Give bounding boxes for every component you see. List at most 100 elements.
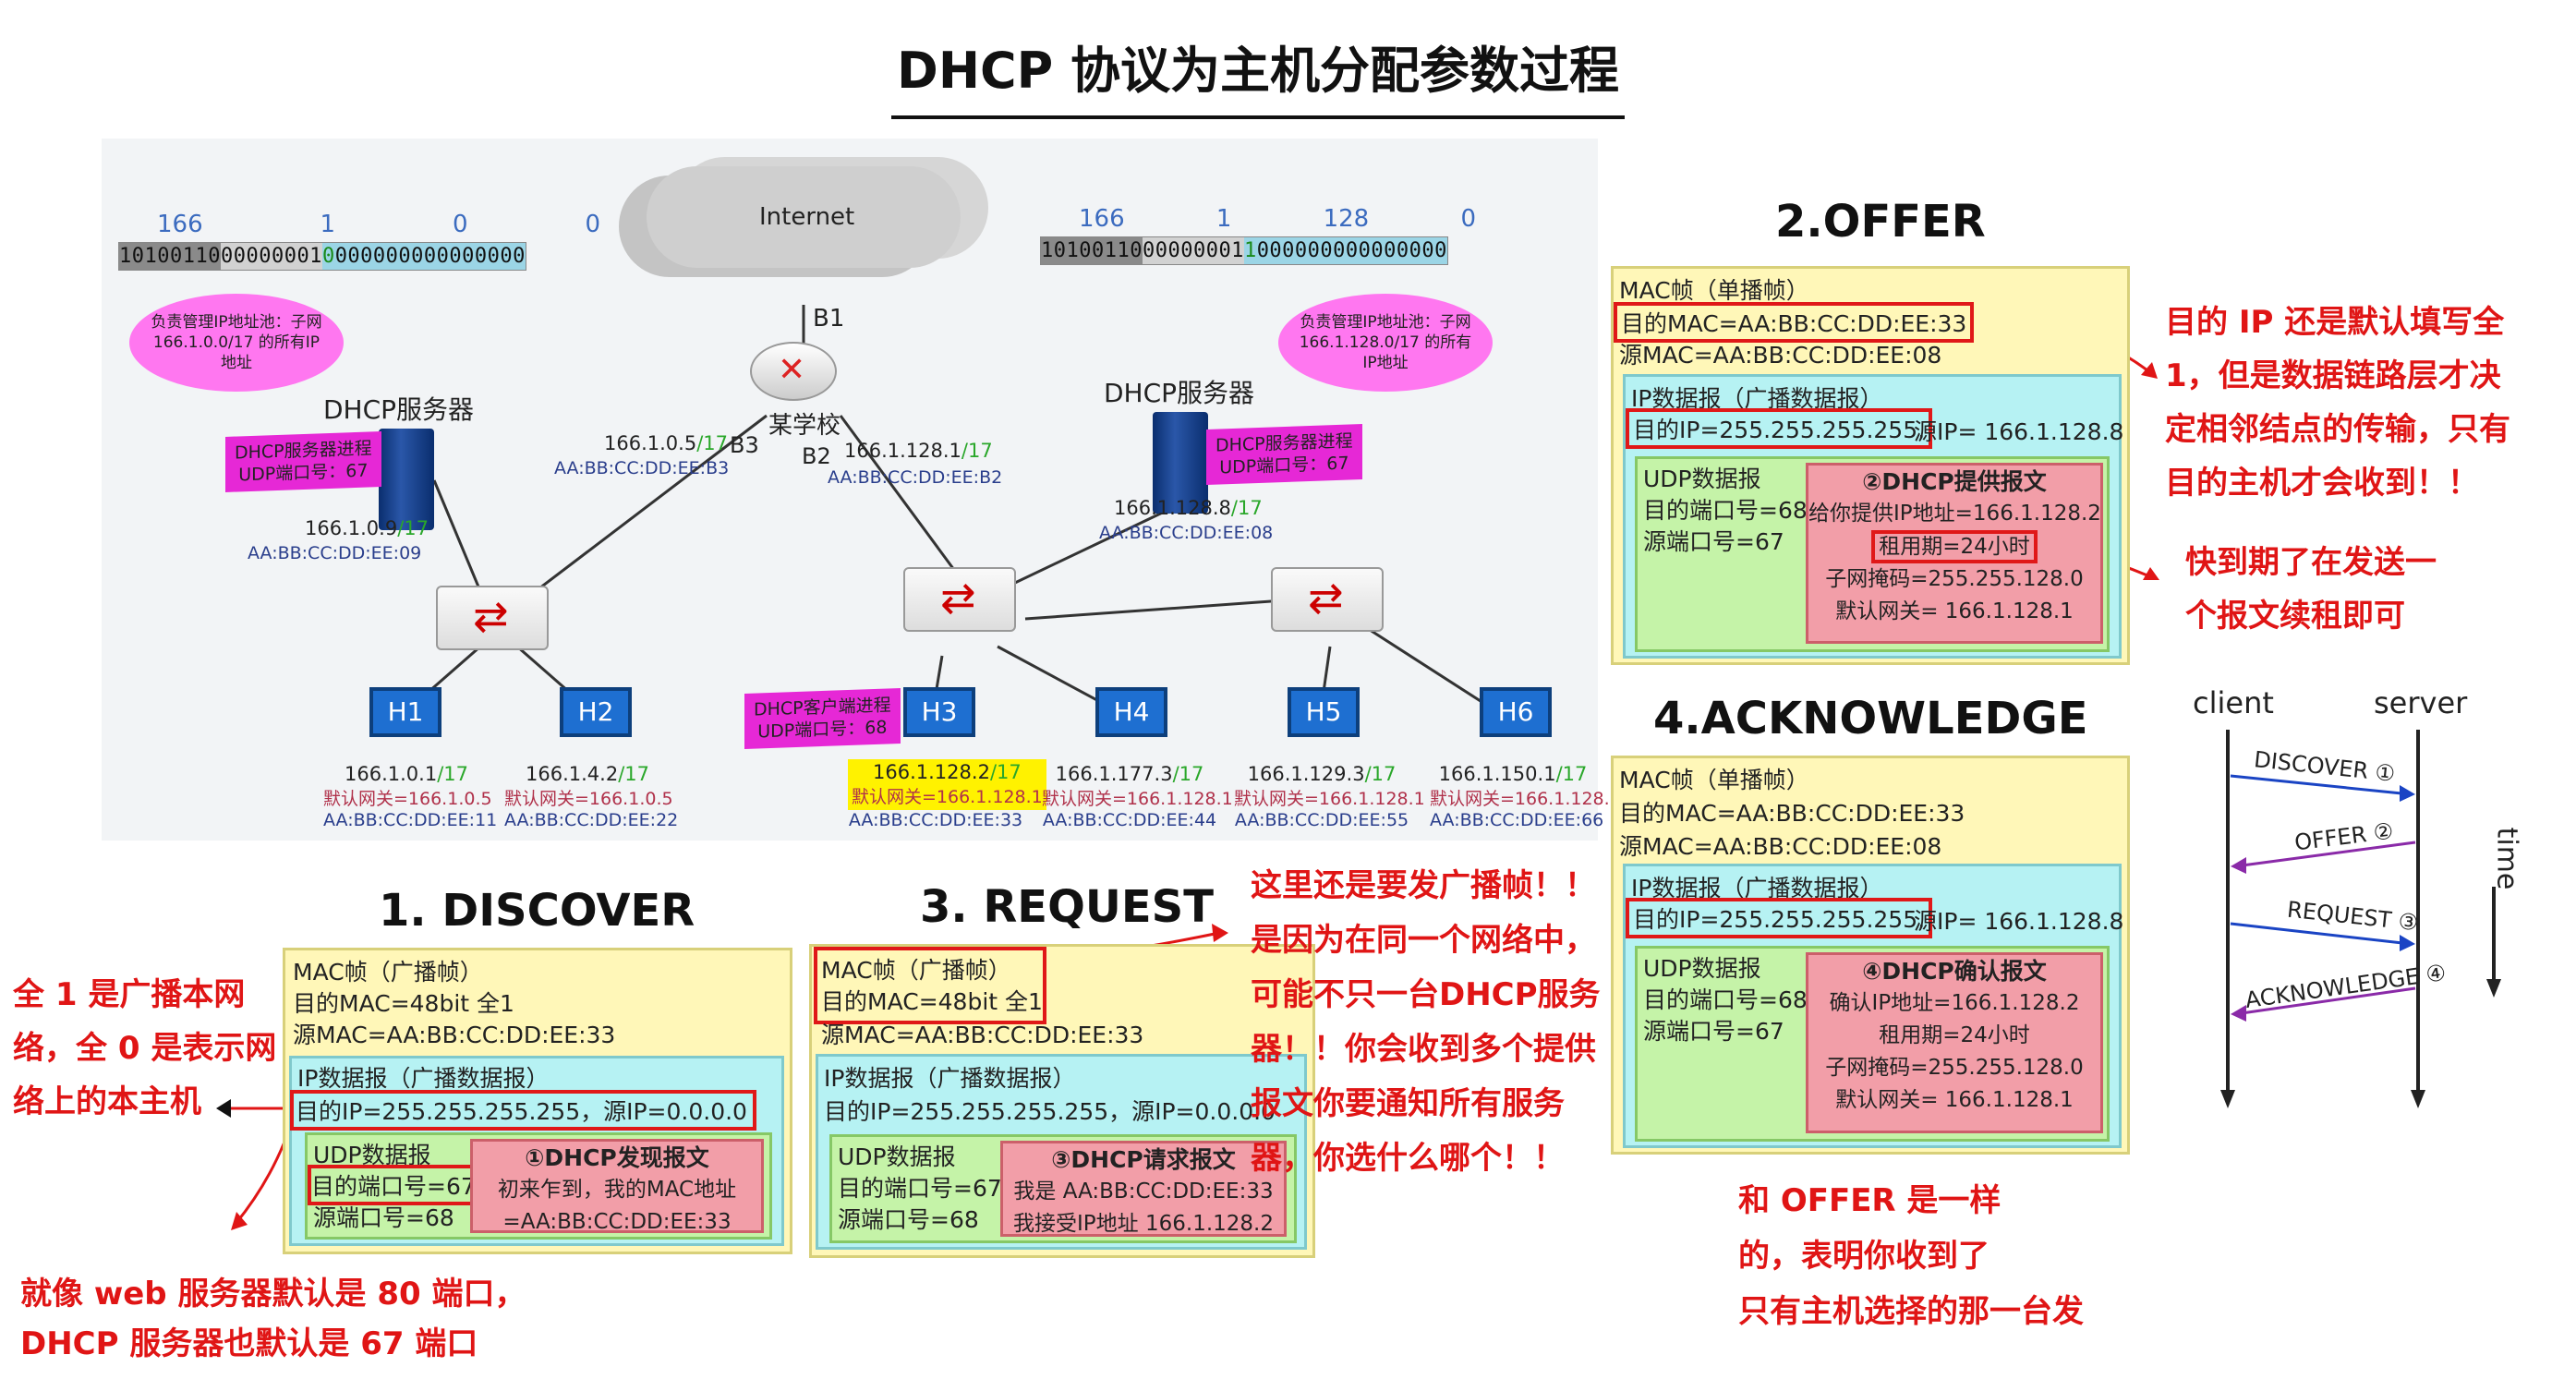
ip-text: 166.1.177.3	[1055, 763, 1173, 785]
gateway-text: 默认网关=166.1.128.1	[1234, 789, 1425, 809]
note-line: 目的 IP 还是默认填写全	[2165, 304, 2505, 341]
bit-segment: 10100110	[119, 243, 221, 270]
note-line: 络上的本主机	[13, 1083, 201, 1120]
msg-line: 租用期=24小时	[1879, 1023, 2030, 1047]
msg-line: =AA:BB:CC:DD:EE:33	[502, 1210, 732, 1234]
mac-text: AA:BB:CC:DD:EE:33	[848, 810, 1023, 830]
src-mac: 源MAC=AA:BB:CC:DD:EE:08	[1619, 342, 1942, 369]
bit-segment: 0	[321, 243, 335, 270]
note-line: DHCP 服务器也默认是 67 端口	[20, 1325, 478, 1362]
note-line: 就像 web 服务器默认是 80 端口，	[20, 1276, 526, 1312]
ip-text: 166.1.0.5	[604, 432, 697, 454]
note-line: 个报文续租即可	[2185, 598, 2405, 635]
ip-octet: 166	[157, 211, 203, 238]
src-port: 源端口号=67	[1643, 1018, 1784, 1045]
msg-line: 子网掩码=255.255.128.0	[1825, 567, 2084, 591]
switch-icon	[903, 567, 1016, 632]
discover-message: ①DHCP发现报文 初来乍到，我的MAC地址 =AA:BB:CC:DD:EE:3…	[470, 1139, 764, 1234]
ip-octet: 1	[1215, 205, 1232, 233]
src-port: 源端口号=67	[1643, 528, 1784, 555]
msg-line: 给你提供IP地址=166.1.128.2	[1808, 502, 2101, 526]
msg-line: 我是 AA:BB:CC:DD:EE:33	[1013, 1179, 1274, 1204]
dst-port: 目的端口号=68	[1643, 497, 1808, 524]
host-h6: H6	[1480, 687, 1552, 737]
h3-info: 166.1.128.2/17 默认网关=166.1.128.1 AA:BB:CC…	[848, 759, 1046, 830]
udp-title: UDP数据报	[313, 1142, 431, 1168]
note-line: 目的主机才会收到！！	[2165, 465, 2479, 502]
mac-text: AA:BB:CC:DD:EE:66	[1430, 810, 1604, 830]
mac-text: AA:BB:CC:DD:EE:22	[504, 810, 679, 830]
note-line: 的，表明你收到了	[1738, 1238, 1989, 1275]
b1-label: B1	[813, 305, 845, 333]
right-server-process: DHCP服务器进程 UDP端口号：67	[1206, 424, 1362, 485]
prefix-text: /17	[618, 763, 649, 785]
ip-title: IP数据报（广播数据报）	[824, 1065, 1076, 1092]
note-line: 络，全 0 是表示网	[13, 1030, 277, 1067]
note-line: 器！！你会收到多个提供	[1251, 1031, 1596, 1068]
udp-datagram: UDP数据报 目的端口号=68 源端口号=67 ④DHCP确认报文 确认IP地址…	[1635, 946, 2110, 1142]
note-lease: 快到期了在发送一 个报文续租即可	[2185, 536, 2437, 643]
left-server-process: DHCP服务器进程 UDP端口号：67	[225, 431, 381, 492]
b3-ip: 166.1.0.5/17	[604, 432, 728, 454]
h5-info: 166.1.129.3/17 默认网关=166.1.128.1 AA:BB:CC…	[1234, 763, 1425, 830]
msg-line: 初来乍到，我的MAC地址	[497, 1178, 737, 1202]
ip-title: IP数据报（广播数据报）	[1631, 385, 1883, 412]
bit-segment: 00000001	[220, 243, 322, 270]
prefix-text: /17	[1172, 763, 1204, 785]
mac-title: MAC帧（单播帧）	[1619, 767, 1809, 793]
discover-heading: 1. DISCOVER	[379, 885, 695, 937]
note-line: 可能不只一台DHCP服务	[1251, 976, 1601, 1013]
bit-segment: 0000000	[1256, 237, 1346, 264]
left-pool-burst: 负责管理IP地址池：子网 166.1.0.0/17 的所有IP地址	[129, 294, 344, 392]
mac-title: MAC帧（广播帧）	[821, 957, 1011, 984]
ip-text: 166.1.150.1	[1438, 763, 1556, 785]
h2-info: 166.1.4.2/17 默认网关=166.1.0.5 AA:BB:CC:DD:…	[504, 763, 679, 830]
note-line: 全 1 是广播本网	[13, 976, 246, 1013]
host-h4: H4	[1095, 687, 1167, 737]
note-line: 和 OFFER 是一样	[1738, 1182, 2002, 1219]
ip-text: 166.1.128.1	[844, 440, 961, 462]
note-line: 报文你要通知所有服务	[1251, 1085, 1565, 1122]
host-h3: H3	[903, 687, 975, 737]
src-mac: 源MAC=AA:BB:CC:DD:EE:33	[293, 1022, 616, 1048]
msg-title: ①DHCP发现报文	[525, 1144, 709, 1171]
ip-text: 166.1.0.9	[305, 517, 398, 539]
ip-octet: 0	[585, 211, 600, 238]
udp-title: UDP数据报	[1643, 466, 1761, 492]
dst-mac: 目的MAC=AA:BB:CC:DD:EE:33	[1614, 302, 1975, 343]
left-ip-numbers: 166 1 0 0	[157, 211, 600, 238]
dst-port: 目的端口号=67	[838, 1175, 1002, 1202]
src-mac: 源MAC=AA:BB:CC:DD:EE:08	[1619, 833, 1942, 860]
note-line: 器，你选什么哪个！！	[1251, 1140, 1565, 1177]
b2-ip: 166.1.128.1/17	[844, 440, 993, 462]
src-ip: 源IP= 166.1.128.8	[1914, 908, 2124, 935]
prefix-text: /17	[397, 517, 429, 539]
gateway-text: 默认网关=166.1.0.5	[323, 789, 492, 809]
src-port: 源端口号=68	[313, 1204, 454, 1231]
left-server-ip: 166.1.0.9/17	[305, 517, 429, 539]
gateway-text: 默认网关=166.1.128.1	[852, 787, 1043, 807]
seq-server-label: server	[2374, 685, 2468, 720]
prefix-text: /17	[696, 432, 728, 454]
note-line: 只有主机选择的那一台发	[1738, 1293, 2084, 1330]
ack-heading: 4.ACKNOWLEDGE	[1653, 693, 2088, 744]
ip-octet: 0	[1460, 205, 1476, 233]
ip-octet: 128	[1323, 205, 1370, 233]
prefix-text: /17	[1230, 497, 1263, 519]
mac-text: AA:BB:CC:DD:EE:11	[323, 810, 498, 830]
ip-text: 166.1.0.1	[345, 763, 438, 785]
msg-title: ④DHCP确认报文	[1862, 958, 2047, 985]
request-mac-frame: MAC帧（广播帧） 目的MAC=48bit 全1 源MAC=AA:BB:CC:D…	[809, 944, 1315, 1258]
note-ack: 和 OFFER 是一样 的，表明你收到了 只有主机选择的那一台发	[1738, 1173, 2084, 1339]
udp-title: UDP数据报	[1643, 955, 1761, 982]
ip-text: 166.1.128.2	[873, 761, 990, 783]
bit-segment: 00000000	[1345, 237, 1447, 264]
gateway-text: 默认网关=166.1.128.1	[1042, 789, 1233, 809]
ip-datagram: IP数据报（广播数据报） 目的IP=255.255.255.255, 源IP= …	[1623, 864, 2124, 1148]
msg-line: 确认IP地址=166.1.128.2	[1829, 991, 2080, 1015]
dst-port: 目的端口号=68	[1643, 986, 1808, 1013]
internet-cloud	[647, 166, 961, 268]
ip-line: 目的IP=255.255.255.255，源IP=0.0.0.0	[290, 1090, 756, 1131]
